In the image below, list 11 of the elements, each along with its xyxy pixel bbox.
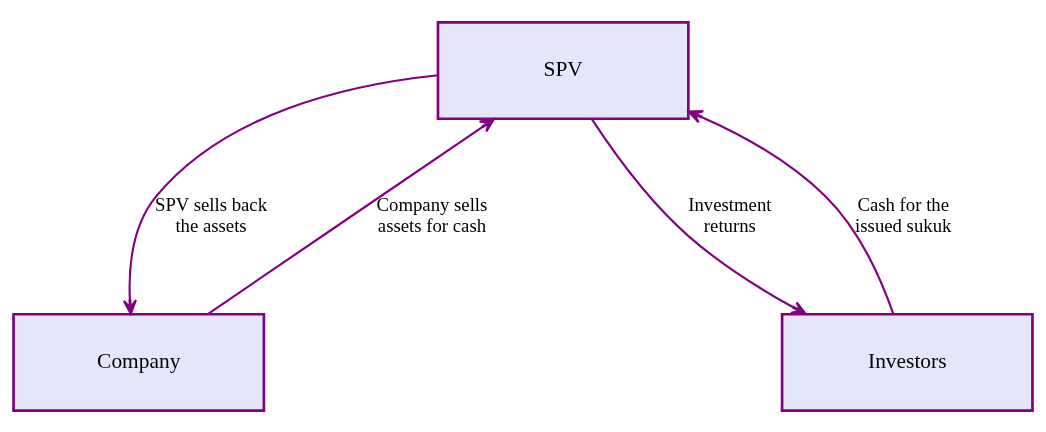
- arrow: [590, 117, 807, 315]
- arrow: [122, 73, 439, 315]
- node-box: SPV: [436, 20, 690, 120]
- edge-label: Investment returns: [688, 193, 772, 235]
- edge-label: Company sells assets for cash: [376, 193, 488, 235]
- arrow: [207, 117, 496, 315]
- node-box: Investors: [780, 312, 1034, 412]
- arrow: [687, 109, 895, 314]
- edge-label: SPV sells back the assets: [154, 193, 268, 235]
- edge-label: Cash for the issued sukuk: [855, 193, 952, 235]
- node-box: Company: [12, 312, 266, 412]
